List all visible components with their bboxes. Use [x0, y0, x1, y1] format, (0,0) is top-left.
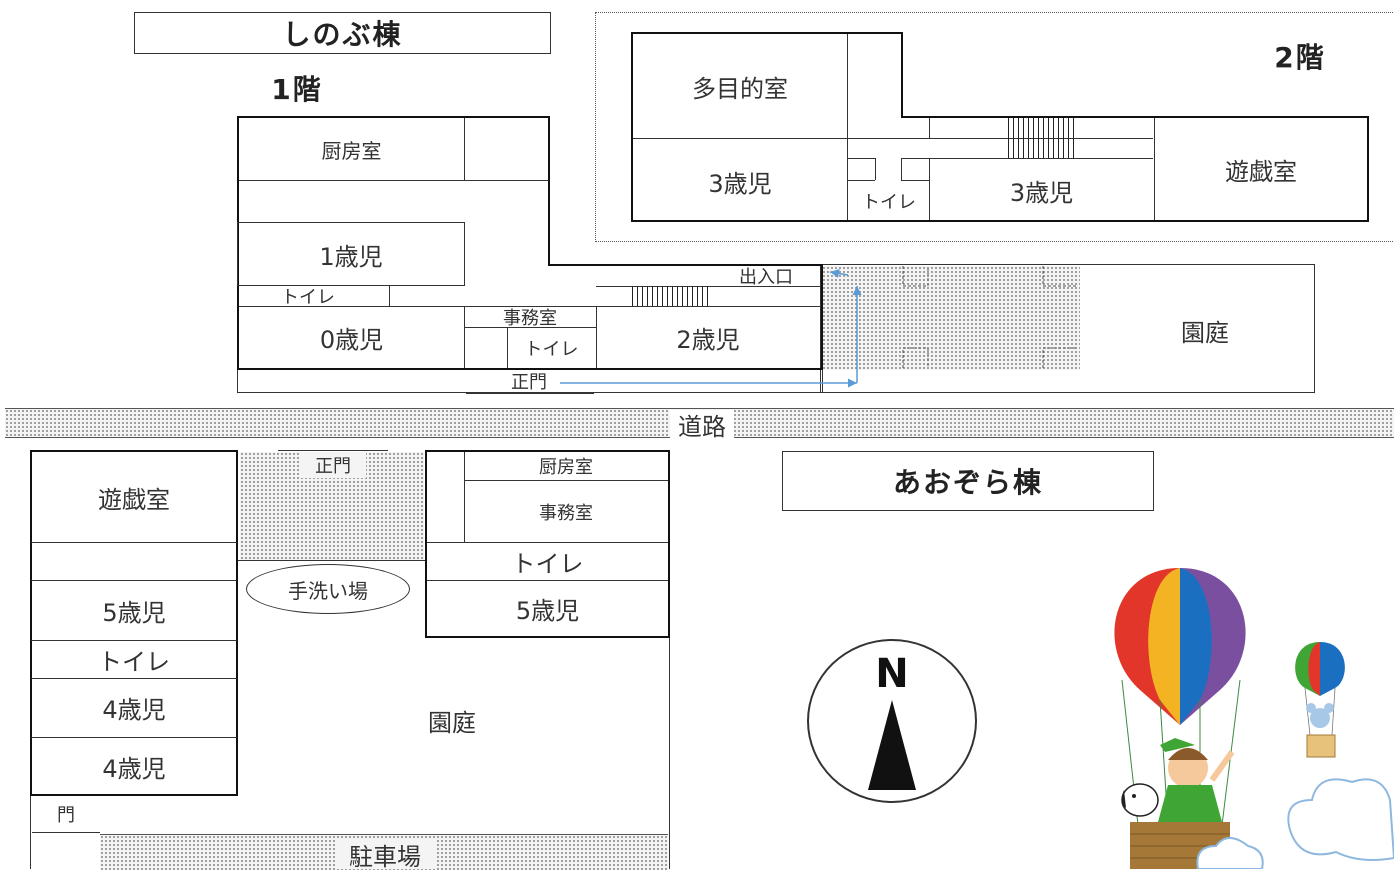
room-toilet-left: トイレ: [98, 647, 170, 676]
garden-dotted-area: [822, 266, 1080, 370]
room-age1-label: 1歳児: [319, 242, 383, 271]
floor2-frame: [595, 12, 1394, 242]
room-age3-2f-b: 3歳児: [1009, 178, 1074, 207]
road-label: 道路: [670, 410, 734, 441]
room-age4-b: 4歳児: [102, 754, 166, 783]
shinobu-title: しのぶ棟: [134, 12, 551, 54]
room-age5-left: 5歳児: [102, 598, 166, 627]
floor1-building: [237, 116, 550, 266]
main-gate-aozora: 正門: [300, 452, 366, 478]
gate-label-aozora: 門: [57, 805, 75, 826]
stairs-1f: [632, 286, 710, 306]
room-age0: 0歳児: [319, 325, 384, 354]
room-office-1f: 事務室: [503, 307, 557, 329]
cloud-illustration: [1196, 778, 1394, 869]
room-age4-a: 4歳児: [102, 696, 166, 724]
room-toilet-1f-a: トイレ: [281, 287, 335, 308]
room-age5-right: 5歳児: [515, 596, 580, 625]
room-playroom-aozora: 遊戯室: [98, 485, 170, 514]
stairs-2f: [1008, 118, 1078, 158]
compass-needle: [868, 700, 916, 790]
floor1-building-lower: [237, 264, 823, 370]
room-age2: 2歳児: [676, 325, 740, 354]
garden-label-1f: 園庭: [1181, 318, 1229, 347]
aozora-title: あおぞら棟: [782, 451, 1154, 511]
aozora-right-building: [425, 450, 670, 638]
room-toilet-right: トイレ: [511, 549, 584, 578]
room-playroom-2f: 遊戯室: [1225, 157, 1297, 186]
room-toilet-2f: トイレ: [862, 192, 916, 213]
balloon-small-illustration: [1295, 642, 1345, 758]
floor1-label: 1階: [271, 73, 323, 106]
floor2-building-right: [901, 116, 1369, 222]
floor2-building: [631, 32, 902, 222]
garden-area-1f: [820, 264, 1315, 393]
room-office-aozora: 事務室: [539, 503, 593, 524]
main-gate-1f: 正門: [511, 372, 547, 393]
route-arrow: [560, 269, 862, 388]
handwash-area: 手洗い場: [246, 564, 410, 614]
balloon-large-illustration: [1114, 568, 1246, 869]
entrance-label: 出入口: [739, 266, 793, 288]
aozora-left-building: [30, 450, 238, 796]
parking-label: 駐車場: [335, 840, 435, 871]
room-toilet-1f-b: トイレ: [524, 339, 579, 360]
room-age1: [237, 222, 465, 286]
garden-dashed-marks: [902, 266, 1078, 368]
compass-north-label: N: [875, 651, 909, 697]
room-multipurpose: 多目的室: [692, 74, 788, 103]
floor2-label: 2階: [1274, 41, 1326, 74]
room-kitchen-1f: 厨房室: [321, 138, 382, 163]
garden-label-aozora: 園庭: [428, 708, 476, 737]
room-kitchen-aozora: 厨房室: [539, 457, 593, 478]
room-age3-2f-a: 3歳児: [708, 169, 772, 198]
